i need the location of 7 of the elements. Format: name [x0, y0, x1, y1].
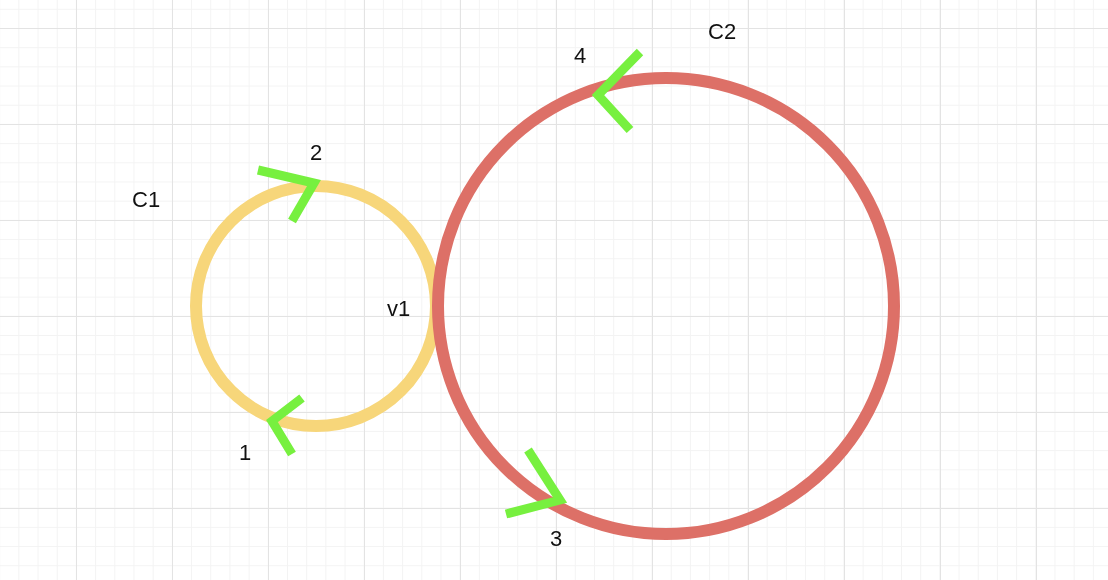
point-label: 3 — [550, 528, 563, 550]
circle-label: C2 — [708, 21, 737, 43]
point-label: 4 — [574, 45, 587, 67]
point-label: 1 — [239, 442, 252, 464]
point-label: 2 — [310, 142, 323, 164]
point-label: v1 — [387, 298, 411, 320]
circle-label: C1 — [132, 189, 161, 211]
